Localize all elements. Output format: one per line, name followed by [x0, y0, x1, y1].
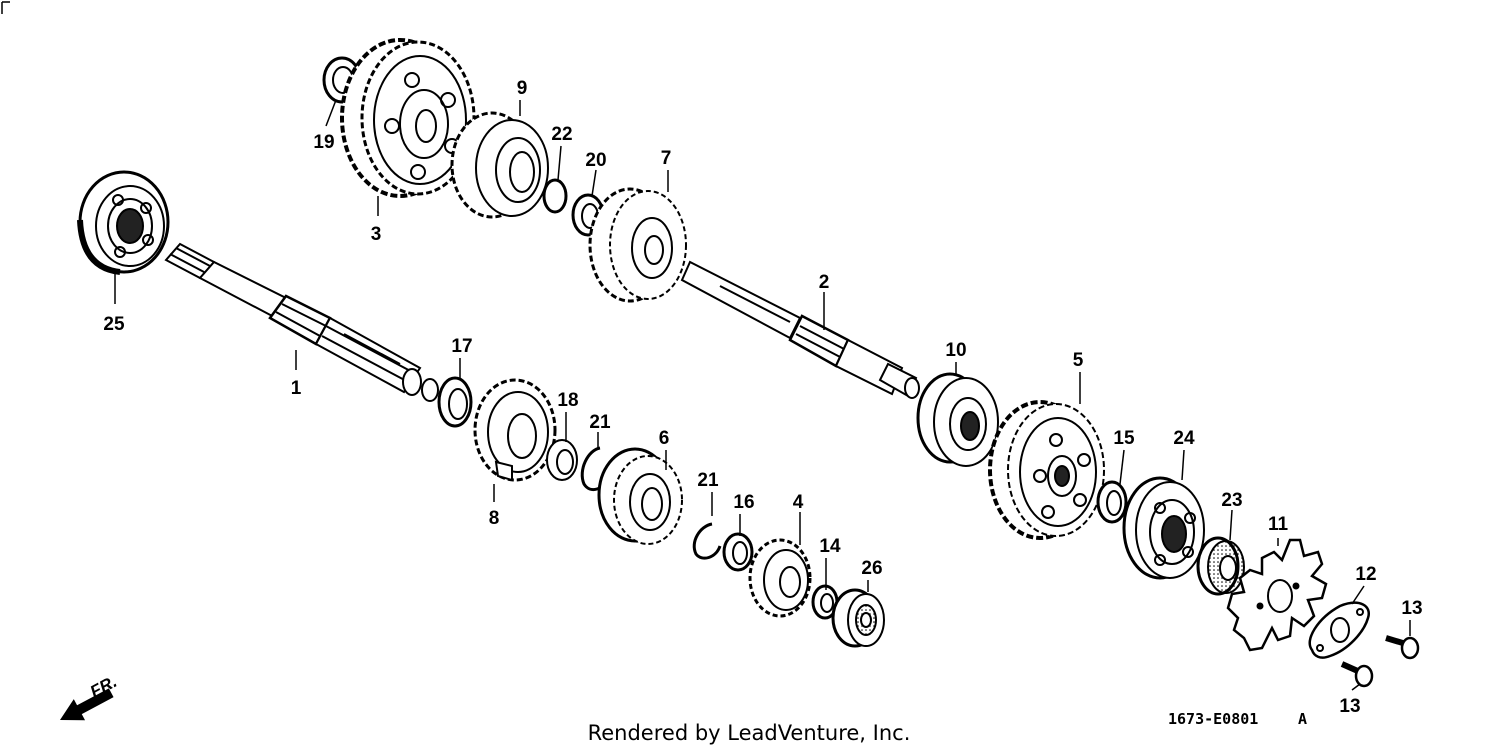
sprocket-11 [1226, 538, 1328, 652]
gear-4 [748, 538, 812, 618]
bolt-13-lower [1340, 661, 1374, 688]
callout-22: 22 [551, 124, 572, 145]
callout-10: 10 [945, 340, 966, 361]
gear-7 [588, 187, 687, 303]
gear-5 [988, 400, 1105, 540]
callout-26: 26 [861, 558, 882, 579]
callout-15: 15 [1113, 428, 1135, 449]
callout-21-upper: 21 [589, 412, 611, 433]
callout-18: 18 [557, 390, 578, 411]
gear-9 [450, 111, 549, 219]
gear-8 [473, 378, 557, 482]
callout-17: 17 [451, 336, 472, 357]
washer-15 [1096, 480, 1128, 524]
main-shaft-1 [164, 242, 439, 402]
callout-23: 23 [1221, 490, 1242, 511]
callout-25: 25 [103, 314, 125, 335]
diagram-part-code: 1673-E0801 [1168, 710, 1258, 728]
callout-1: 1 [291, 378, 302, 399]
counter-shaft-2 [680, 260, 920, 399]
front-direction-indicator: FR. [60, 672, 120, 721]
front-label: FR. [87, 672, 120, 702]
callout-20: 20 [585, 150, 606, 171]
callout-24: 24 [1173, 428, 1195, 449]
collar-10 [916, 372, 999, 467]
callout-11: 11 [1268, 514, 1289, 535]
callout-3: 3 [371, 224, 382, 245]
washer-18 [546, 439, 578, 481]
gear-3 [340, 38, 476, 198]
callout-19: 19 [313, 132, 334, 153]
callout-13-lower: 13 [1339, 696, 1360, 717]
callout-8: 8 [489, 508, 500, 529]
bolt-13-upper [1385, 635, 1420, 660]
front-arrow-icon [60, 688, 114, 721]
callout-12: 12 [1355, 564, 1376, 585]
callout-9: 9 [517, 78, 528, 99]
washer-17 [437, 376, 473, 428]
bearing-24 [1122, 476, 1205, 580]
callout-7: 7 [661, 148, 672, 169]
callout-16: 16 [733, 492, 754, 513]
leader-lines [114, 99, 1411, 691]
seal-23 [1196, 536, 1245, 596]
callout-2: 2 [819, 272, 830, 293]
render-credit: Rendered by LeadVenture, Inc. [588, 721, 911, 745]
callout-14: 14 [819, 536, 841, 557]
circlip-22 [542, 178, 568, 214]
circlip-21-lower [692, 522, 722, 560]
callout-13-upper: 13 [1401, 598, 1422, 619]
callout-4: 4 [793, 492, 804, 513]
callout-5: 5 [1073, 350, 1084, 371]
diagram-revision: A [1298, 710, 1307, 728]
callout-21-lower: 21 [697, 470, 719, 491]
fixing-plate-12 [1308, 601, 1370, 659]
gear-6 [597, 447, 683, 545]
callout-6: 6 [659, 428, 670, 449]
callout-labels: 1 2 3 4 5 6 7 8 9 10 11 12 13 13 14 15 1… [103, 78, 1422, 717]
washer-16 [722, 532, 754, 572]
bearing-26 [831, 588, 885, 648]
bearing-25 [77, 170, 170, 275]
